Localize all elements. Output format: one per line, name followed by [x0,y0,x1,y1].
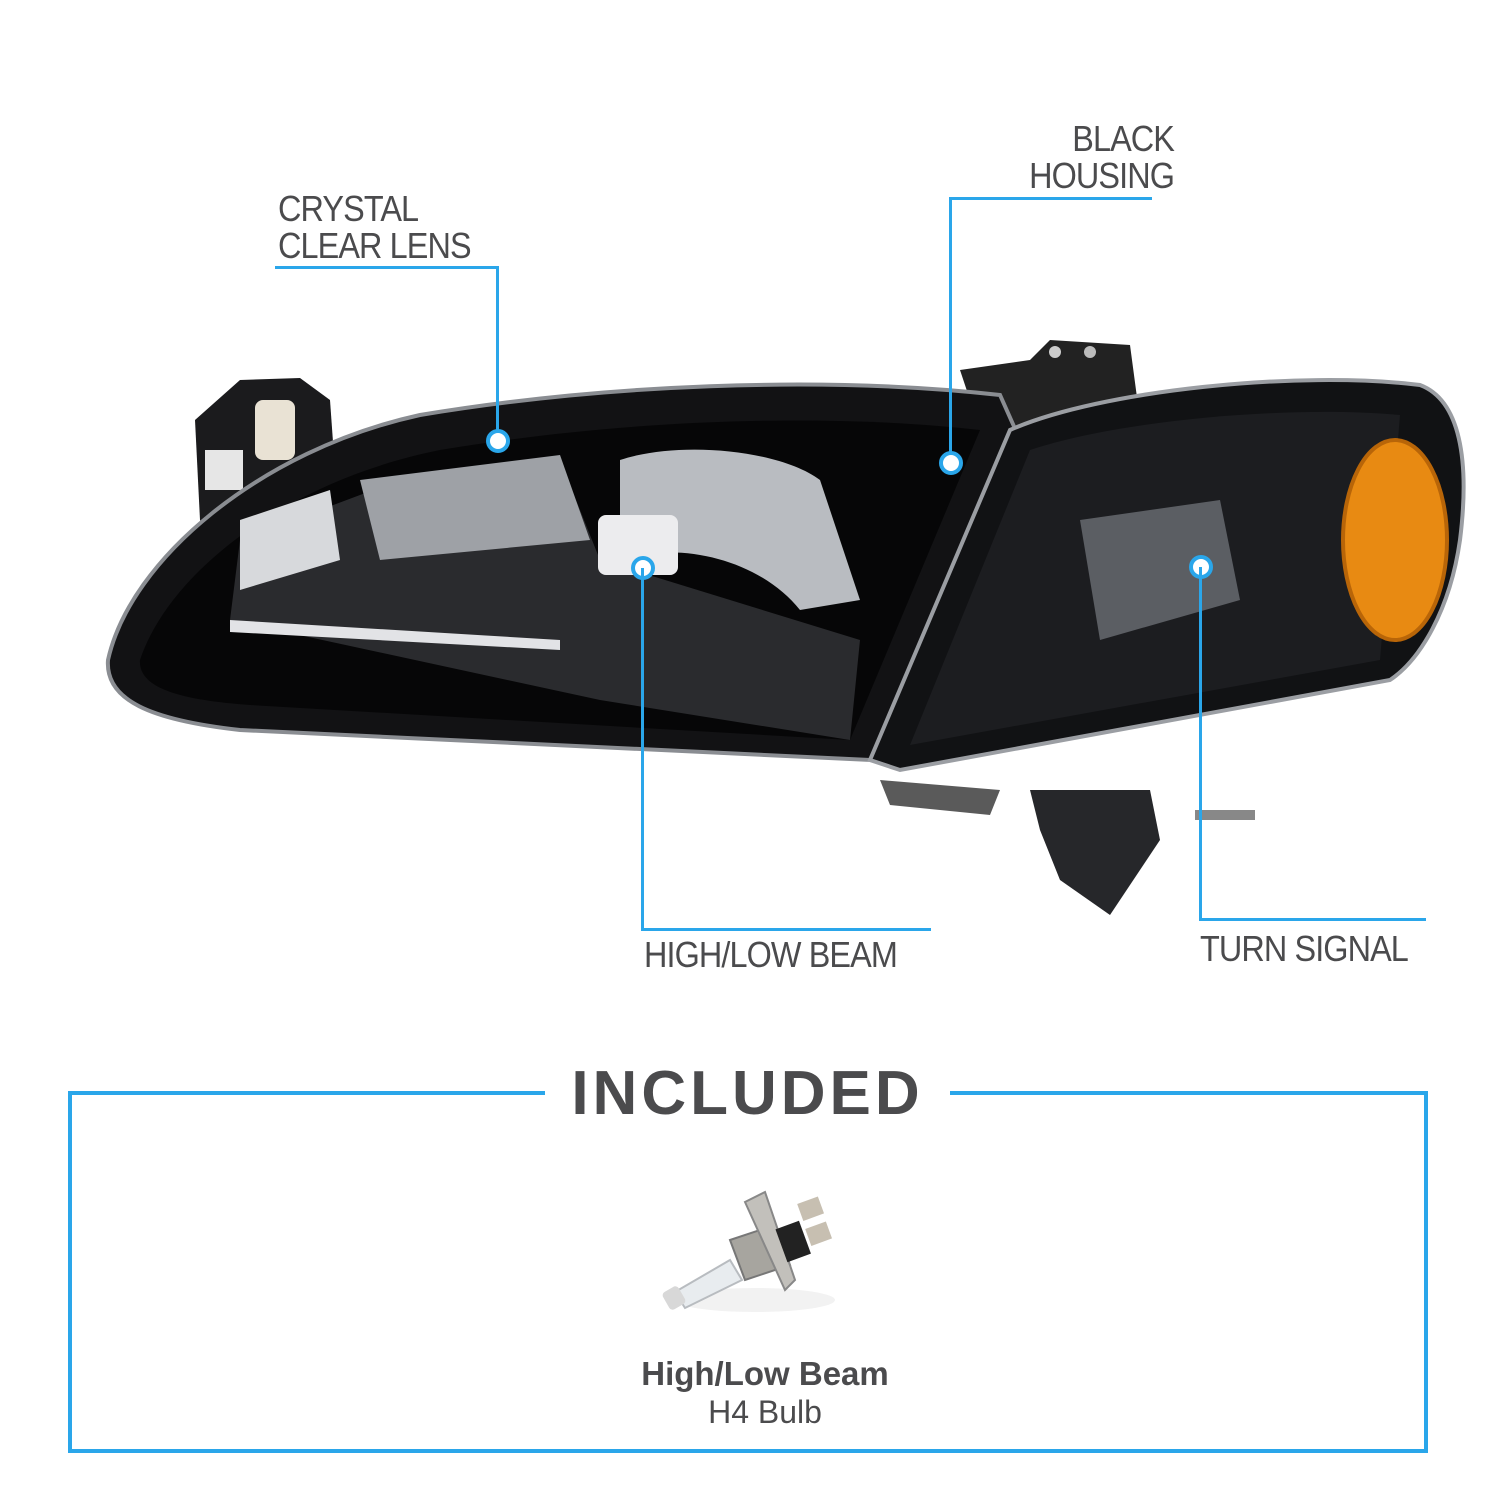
callout-line-1: CRYSTAL [278,188,419,229]
callout-marker-dot [939,451,963,475]
included-item-name: High/Low Beam [641,1355,889,1392]
callout-leader-line [949,197,1152,200]
callout-line-2: HOUSING [1029,155,1175,196]
h4-bulb-image [662,1190,835,1312]
included-title: INCLUDED [545,1058,950,1129]
corner-turn-signal-light [867,378,1466,773]
included-item-type: H4 Bulb [708,1394,822,1430]
callout-line-2: CLEAR LENS [278,225,472,266]
callout-leader-line [1199,567,1202,921]
callout-leader-line [496,266,499,441]
callout-crystal-clear-lens: CRYSTAL CLEAR LENS [278,188,472,266]
callout-leader-line [1199,918,1426,921]
main-headlight [105,382,1023,763]
callout-turn-signal: TURN SIGNAL [1200,928,1409,969]
callout-leader-line [641,928,931,931]
mount-bracket-bottom [880,780,1255,915]
callout-line-1: BLACK [1072,118,1175,159]
callout-high-low-beam: HIGH/LOW BEAM [644,934,898,975]
callout-leader-line [641,568,644,931]
callout-marker-dot [486,429,510,453]
callout-leader-line [949,197,952,463]
headlight-assembly-image [105,340,1466,915]
callout-black-housing: BLACK HOUSING [974,118,1175,196]
amber-reflector [1341,438,1449,642]
callout-leader-line [275,266,499,269]
